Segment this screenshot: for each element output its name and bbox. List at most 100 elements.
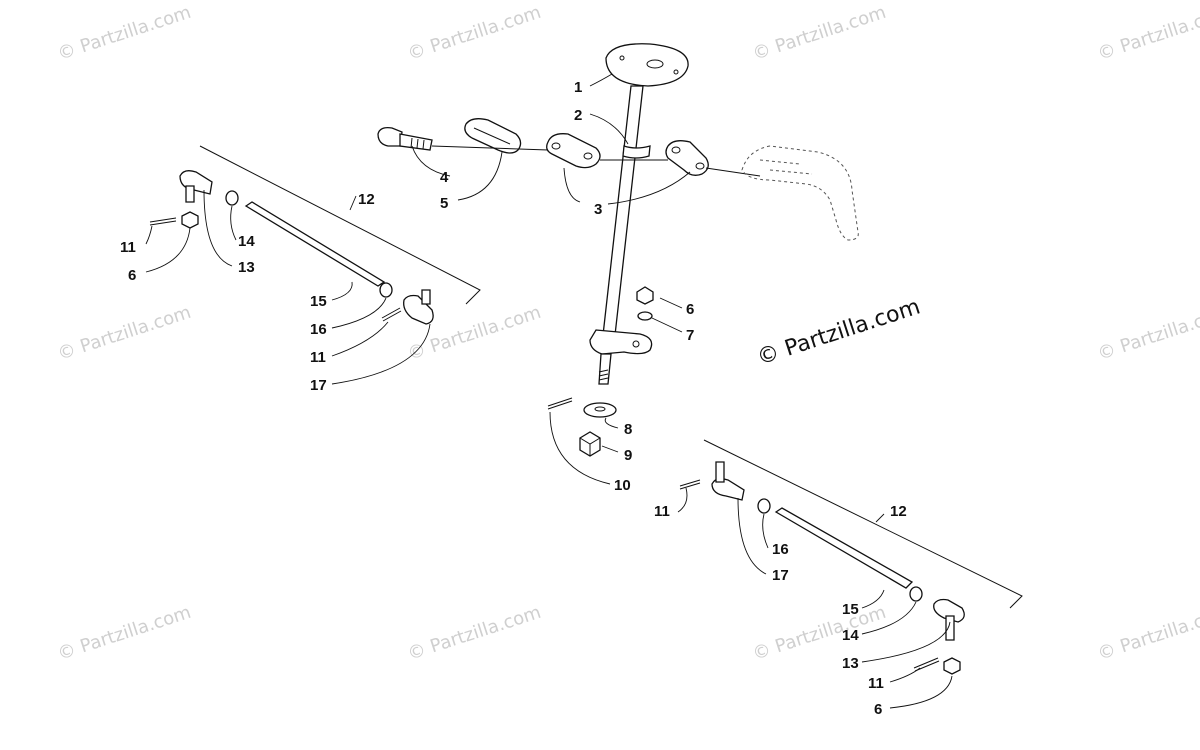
callout-right-17: 17 bbox=[772, 567, 789, 584]
callout-left-11b: 11 bbox=[310, 349, 326, 366]
watermark-text: © Partzilla.com bbox=[750, 602, 889, 665]
callout-right-6: 6 bbox=[874, 701, 882, 718]
lock-nut bbox=[636, 286, 654, 305]
watermark-text: © Partzilla.com bbox=[750, 2, 889, 65]
bolt-head bbox=[377, 126, 403, 147]
watermark-text: © Partzilla.com bbox=[1095, 602, 1200, 665]
leader-3 bbox=[563, 167, 691, 205]
callout-8: 8 bbox=[624, 421, 632, 438]
leader-5 bbox=[457, 151, 503, 201]
watermark-text: © Partzilla.com bbox=[405, 2, 544, 65]
tie-rod-right bbox=[679, 439, 1023, 675]
callout-5: 5 bbox=[440, 195, 448, 212]
leader-9 bbox=[601, 445, 619, 453]
main-watermark: © Partzilla.com bbox=[754, 294, 923, 370]
plate-hole bbox=[646, 59, 664, 69]
callout-right-11b: 11 bbox=[868, 675, 884, 692]
leader-right-11 bbox=[677, 487, 688, 513]
callout-left-13: 13 bbox=[238, 259, 255, 276]
bushing-clamp-right bbox=[665, 140, 709, 176]
pitman-arm-hole bbox=[632, 340, 640, 348]
rod-end-outer-stud bbox=[421, 289, 431, 305]
bolt bbox=[377, 126, 433, 151]
callout-right-11: 11 bbox=[654, 503, 670, 520]
leader-left-17 bbox=[331, 323, 431, 385]
callout-left-15: 15 bbox=[310, 293, 327, 310]
bolt-thread bbox=[410, 137, 425, 150]
callout-3: 3 bbox=[594, 201, 602, 218]
callout-10: 10 bbox=[614, 477, 631, 494]
callout-right-12: 12 bbox=[890, 503, 907, 520]
leader-right-15 bbox=[861, 589, 885, 609]
rod-end-outer-stud bbox=[945, 615, 955, 641]
jam-nut bbox=[225, 190, 239, 206]
cotter-pin bbox=[149, 217, 177, 226]
callout-left-14: 14 bbox=[238, 233, 255, 250]
flat-washer bbox=[583, 402, 617, 418]
callout-4: 4 bbox=[440, 169, 449, 186]
tie-rod-left bbox=[149, 145, 481, 325]
leader-right-17 bbox=[737, 497, 767, 575]
flat-washer-hole bbox=[594, 406, 606, 412]
jam-nut bbox=[757, 498, 771, 514]
leader-right-6 bbox=[889, 675, 953, 709]
watermark-text: © Partzilla.com bbox=[55, 302, 194, 365]
leader-1 bbox=[589, 73, 613, 87]
leader-right-12 bbox=[875, 513, 885, 523]
tie-rod-left-bracket bbox=[199, 145, 481, 305]
clamp-hole bbox=[551, 142, 561, 150]
tie-rod-right-bracket bbox=[703, 439, 1023, 609]
shaft-thread bbox=[598, 369, 609, 381]
callout-1: 1 bbox=[574, 79, 582, 96]
leader-10 bbox=[549, 411, 611, 485]
leader-lines bbox=[145, 73, 953, 709]
lock-nut bbox=[943, 657, 961, 675]
callout-labels: 1 2 3 4 5 6 7 8 9 10 12 11 6 14 13 15 16… bbox=[120, 79, 907, 718]
callout-left-6: 6 bbox=[128, 267, 136, 284]
callout-2: 2 bbox=[574, 107, 582, 124]
frame-outline-detail bbox=[759, 159, 813, 175]
cotter-pin bbox=[547, 397, 573, 407]
bolt-shank bbox=[399, 133, 433, 151]
watermark-text: © Partzilla.com bbox=[1095, 302, 1200, 365]
callout-right-15: 15 bbox=[842, 601, 859, 618]
callout-right-14: 14 bbox=[842, 627, 859, 644]
watermark-text: © Partzilla.com bbox=[1095, 2, 1200, 65]
cotter-pin bbox=[381, 307, 402, 322]
clamp-hole bbox=[583, 152, 593, 160]
lock-nut bbox=[181, 211, 199, 229]
leader-4 bbox=[411, 145, 451, 177]
leader-8 bbox=[604, 417, 619, 429]
callout-left-11: 11 bbox=[120, 239, 136, 256]
leader-6 bbox=[659, 297, 683, 309]
rod-end-stud bbox=[715, 461, 725, 483]
callout-left-12: 12 bbox=[358, 191, 375, 208]
castle-nut-edge bbox=[579, 437, 601, 456]
bushing-clamps bbox=[546, 133, 709, 176]
steering-shaft bbox=[601, 85, 644, 345]
leader-left-6 bbox=[145, 227, 191, 273]
callout-7: 7 bbox=[686, 327, 694, 344]
callout-left-17: 17 bbox=[310, 377, 327, 394]
plate-bolt-hole bbox=[619, 55, 625, 61]
steering-post bbox=[589, 43, 689, 385]
cotter-pin-leg bbox=[547, 400, 573, 410]
watermark-text: © Partzilla.com bbox=[55, 2, 194, 65]
assembly-centerline bbox=[431, 145, 761, 177]
clamp-hole bbox=[695, 162, 705, 170]
rod-end-outer bbox=[403, 294, 434, 325]
cotter-pin bbox=[679, 479, 701, 490]
watermark-text: © Partzilla.com bbox=[55, 602, 194, 665]
leader-right-14 bbox=[861, 601, 917, 635]
leader-left-13 bbox=[203, 189, 233, 267]
cotter-pin bbox=[913, 657, 940, 672]
leader-left-15 bbox=[331, 281, 353, 301]
tie-rod-tube bbox=[774, 507, 914, 589]
clamp-hole bbox=[671, 146, 681, 154]
shaft-lower-stub bbox=[598, 353, 612, 385]
callout-left-16: 16 bbox=[310, 321, 327, 338]
leader-left-14 bbox=[230, 205, 237, 241]
pitman-arm bbox=[589, 329, 653, 355]
clip bbox=[464, 118, 522, 154]
plate-bolt-hole bbox=[673, 69, 679, 75]
